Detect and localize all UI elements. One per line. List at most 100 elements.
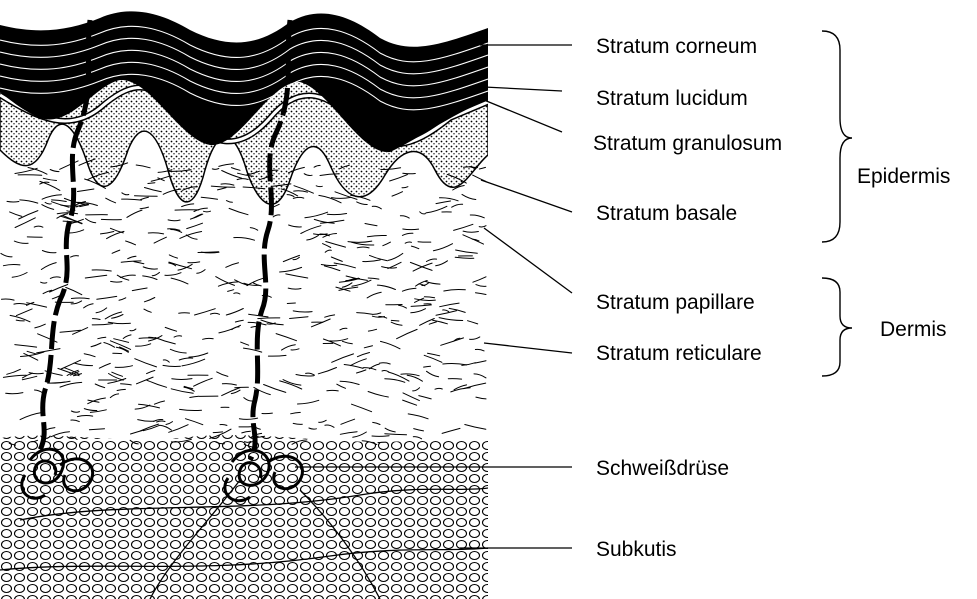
dermis-fiber [135, 359, 157, 367]
dermis-fiber [411, 246, 418, 249]
label-stratum-reticulare: Stratum reticulare [596, 342, 762, 365]
dermis-fiber [147, 371, 155, 374]
dermis-fiber [114, 339, 129, 343]
dermis-fiber [352, 404, 372, 412]
dermis-fiber [171, 278, 188, 284]
dermis-fiber [319, 420, 327, 422]
dermis-fiber [351, 359, 367, 366]
dermis-fiber [61, 205, 80, 206]
dermis-fiber [273, 215, 280, 217]
dermis-fiber [473, 277, 486, 282]
dermis-fiber [325, 250, 331, 252]
dermis-fiber [287, 303, 295, 304]
dermis-fiber [86, 219, 96, 223]
dermis-fiber [436, 201, 451, 204]
skin-tissue-illustration [0, 11, 488, 599]
dermis-fiber [332, 197, 351, 198]
dermis-fiber [226, 263, 239, 268]
dermis-fiber [367, 235, 386, 236]
dermis-fiber [319, 195, 341, 202]
dermis-fiber [71, 298, 89, 299]
dermis-fiber [436, 311, 457, 316]
label-stratum-corneum: Stratum corneum [596, 35, 757, 58]
dermis-fiber [20, 200, 38, 203]
dermis-fiber [427, 371, 439, 377]
dermis-fiber [41, 282, 47, 283]
dermis-fiber [71, 411, 79, 412]
dermis-fiber [155, 338, 175, 344]
dermis-fiber [411, 305, 431, 307]
dermis-fiber [465, 425, 486, 430]
dermis-fiber [258, 318, 280, 319]
dermis-fiber [7, 369, 21, 374]
dermis-fiber [92, 270, 111, 271]
dermis-fiber [6, 393, 23, 394]
dermis-fiber [185, 419, 202, 425]
dermis-fiber [3, 264, 20, 265]
dermis-fiber [327, 214, 346, 215]
dermis-fiber [134, 262, 144, 264]
dermis-fiber [141, 197, 149, 199]
dermis-fiber [235, 280, 248, 286]
label-stratum-lucidum: Stratum lucidum [596, 87, 748, 110]
dermis-fiber [452, 204, 463, 207]
dermis-fiber [35, 324, 46, 328]
dermis-fiber [42, 205, 54, 210]
dermis-fiber [43, 178, 56, 180]
dermis-fiber [169, 255, 177, 258]
dermis-fiber [403, 229, 419, 230]
dermis-fiber [128, 256, 136, 258]
dermis-fiber [108, 379, 126, 384]
dermis-fiber [235, 320, 243, 322]
dermis-fiber [14, 241, 28, 243]
dermis-fiber [306, 373, 315, 375]
dermis-fiber [250, 228, 257, 231]
dermis-fiber [166, 422, 173, 425]
dermis-fiber [440, 303, 459, 307]
dermis-fiber [222, 171, 242, 179]
dermis-fiber [280, 267, 302, 272]
dermis-fiber [137, 377, 154, 384]
dermis-fiber [98, 337, 106, 338]
dermis-fiber [16, 320, 24, 321]
dermis-fiber [403, 173, 416, 174]
dermis-fiber [402, 288, 416, 291]
dermis-fiber [20, 412, 43, 419]
dermis-fiber [268, 355, 286, 356]
dermis-fiber [454, 224, 473, 230]
dermis-fiber [45, 202, 51, 204]
dermis-fiber [264, 385, 286, 393]
dermis-fiber [400, 216, 409, 218]
dermis-fiber [27, 351, 36, 354]
dermis-fiber [109, 374, 124, 381]
dermis-fiber [41, 263, 56, 270]
dermis-fiber [410, 262, 432, 270]
dermis-fiber [91, 343, 101, 347]
dermis-fiber [60, 161, 78, 169]
dermis-fiber [182, 359, 205, 366]
dermis-fiber [234, 293, 240, 294]
dermis-fiber [135, 196, 158, 197]
dermis-fiber [334, 263, 355, 268]
dermis-fiber [293, 311, 312, 312]
dermis-fiber [144, 309, 151, 312]
dermis-fiber [443, 363, 467, 364]
dermis-fiber [52, 200, 67, 202]
dermis-fiber [14, 303, 28, 304]
label-subkutis: Subkutis [596, 538, 677, 561]
dermis-fiber [391, 322, 402, 325]
dermis-fiber [179, 358, 193, 360]
dermis-fiber [420, 212, 426, 214]
dermis-fiber [364, 346, 372, 348]
dermis-fiber [388, 372, 409, 381]
dermis-fiber [16, 309, 32, 316]
dermis-fiber [337, 384, 346, 388]
dermis-fiber [373, 422, 380, 424]
dermis-fiber [294, 186, 313, 194]
dermis-fiber [433, 244, 452, 251]
label-dermis: Dermis [880, 318, 947, 341]
dermis-fiber [244, 398, 252, 401]
dermis-fiber [48, 381, 71, 383]
dermis-fiber [220, 424, 227, 425]
dermis-fiber [165, 273, 181, 276]
